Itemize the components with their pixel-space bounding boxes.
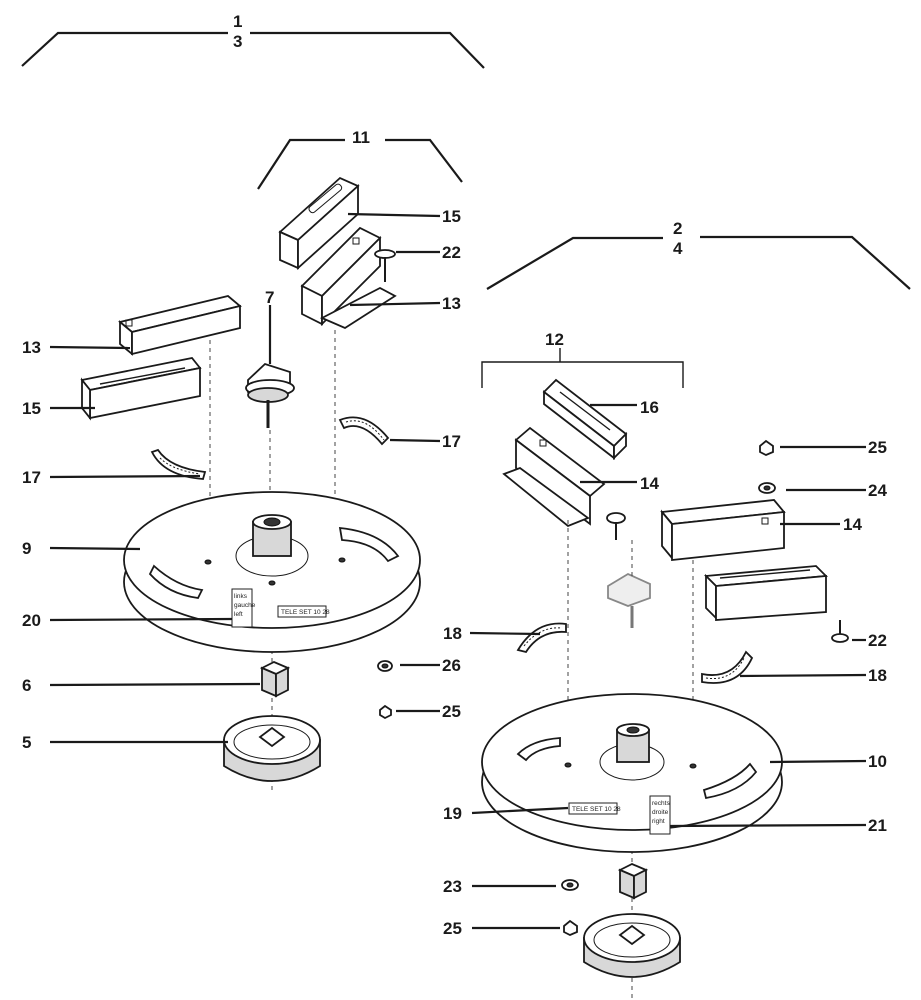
group-bracket-11: 11 <box>257 128 463 190</box>
scale-part-18-right <box>701 650 754 684</box>
sticker-left-line1: links <box>234 593 248 600</box>
nameplate-right: TELE SET 10 28 <box>568 802 621 815</box>
callout-19: 19 <box>443 804 462 823</box>
group-bracket-12: 12 <box>481 330 684 388</box>
callout-10: 10 <box>868 752 887 771</box>
callout-18-right: 18 <box>868 666 887 685</box>
nameplate-right-text: TELE SET 10 28 <box>572 806 621 813</box>
callout-11: 11 <box>352 128 370 147</box>
washer-part-24 <box>758 482 776 494</box>
callout-16: 16 <box>640 398 659 417</box>
sticker-right: rechts droite right <box>649 795 671 835</box>
callout-21: 21 <box>868 816 887 835</box>
callout-23: 23 <box>443 877 462 896</box>
callout-2: 2 <box>673 219 682 238</box>
slider-part-right <box>704 565 828 621</box>
screw-22-right <box>831 620 849 643</box>
knob-part-7 <box>245 362 295 428</box>
square-nut-part-6 <box>259 661 291 698</box>
disc-part-9 <box>123 491 421 653</box>
callout-13-left: 13 <box>22 338 41 357</box>
slider-part-15-left <box>80 357 202 421</box>
slider-part-16 <box>542 378 628 461</box>
group-bracket-left: 1 3 <box>21 12 485 69</box>
nut-part-25-top <box>759 439 774 456</box>
callout-1: 1 <box>233 12 242 31</box>
callout-12: 12 <box>545 330 564 349</box>
callout-20: 20 <box>22 611 41 630</box>
callout-24: 24 <box>868 481 887 500</box>
washer-part-23 <box>561 879 579 891</box>
scale-part-18-left <box>516 622 567 654</box>
base-part-5 <box>223 715 321 782</box>
sticker-left: links gauche left <box>231 588 256 628</box>
knob-center-right <box>607 572 651 628</box>
bracket-part-13-top <box>300 226 397 330</box>
callout-25-bottom: 25 <box>443 919 462 938</box>
base-part-right <box>583 913 681 978</box>
callout-26: 26 <box>442 656 461 675</box>
disc-part-10 <box>481 693 783 853</box>
nameplate-left: TELE SET 10 28 <box>277 605 330 618</box>
nut-part-25-bottom <box>563 919 578 936</box>
sticker-left-line2: gauche <box>234 602 256 609</box>
callout-4: 4 <box>673 239 683 258</box>
washer-part-26 <box>377 660 393 672</box>
bracket-part-13-left <box>118 295 242 356</box>
screw-22-top <box>374 249 396 282</box>
callout-15-top: 15 <box>442 207 461 226</box>
callout-15-left: 15 <box>22 399 41 418</box>
callout-22-right: 22 <box>868 631 887 650</box>
callout-6: 6 <box>22 676 31 695</box>
bracket-part-14-right <box>660 499 786 562</box>
bracket-part-14 <box>502 426 606 528</box>
screw-center <box>606 512 626 540</box>
scale-part-17-left <box>150 448 207 480</box>
sticker-right-line2: droite <box>652 809 669 816</box>
callout-14-bracket: 14 <box>640 474 659 493</box>
callout-3: 3 <box>233 32 242 51</box>
callout-17-right: 17 <box>442 432 461 451</box>
callout-22-top: 22 <box>442 243 461 262</box>
square-nut-right <box>617 863 649 900</box>
callout-9: 9 <box>22 539 31 558</box>
scale-part-17-right <box>338 416 390 446</box>
callout-5: 5 <box>22 733 31 752</box>
callout-25-mid: 25 <box>442 702 461 721</box>
nameplate-left-text: TELE SET 10 28 <box>281 609 330 616</box>
callout-13-top: 13 <box>442 294 461 313</box>
sticker-left-line3: left <box>234 611 243 618</box>
callout-17-left: 17 <box>22 468 41 487</box>
sticker-right-line1: rechts <box>652 800 670 807</box>
callout-18-left: 18 <box>443 624 462 643</box>
callout-14-right: 14 <box>843 515 862 534</box>
group-bracket-right: 2 4 <box>486 219 911 290</box>
slider-part-15-top <box>278 176 360 271</box>
nut-part-25-mid <box>379 704 392 720</box>
callout-25-top: 25 <box>868 438 887 457</box>
sticker-right-line3: right <box>652 818 665 825</box>
callout-7: 7 <box>265 288 274 307</box>
